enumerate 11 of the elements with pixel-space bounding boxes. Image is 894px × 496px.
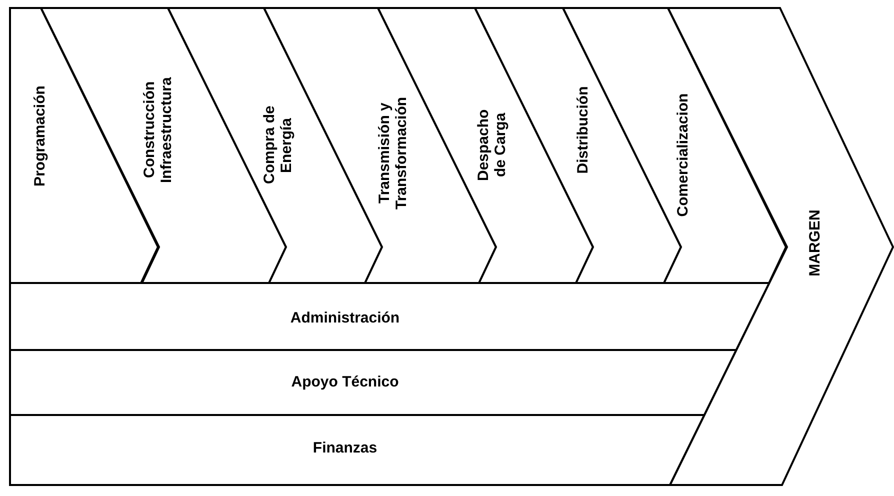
activity-label: Transmisión y Transformación: [376, 96, 410, 212]
activity-label: Programación: [32, 86, 48, 186]
activity-label: Comercializacion: [674, 93, 692, 217]
activity-label: Construcción Infraestructura: [141, 76, 175, 185]
activity-label: Distribución: [574, 86, 592, 174]
margin-label: MARGEN: [806, 210, 824, 276]
support-label: Apoyo Técnico: [291, 374, 399, 390]
activity-label: Compra de Energía: [261, 104, 295, 186]
support-label: Finanzas: [312, 440, 378, 456]
support-label: Administración: [290, 310, 400, 326]
activity-label: Despacho de Carga: [475, 108, 509, 183]
